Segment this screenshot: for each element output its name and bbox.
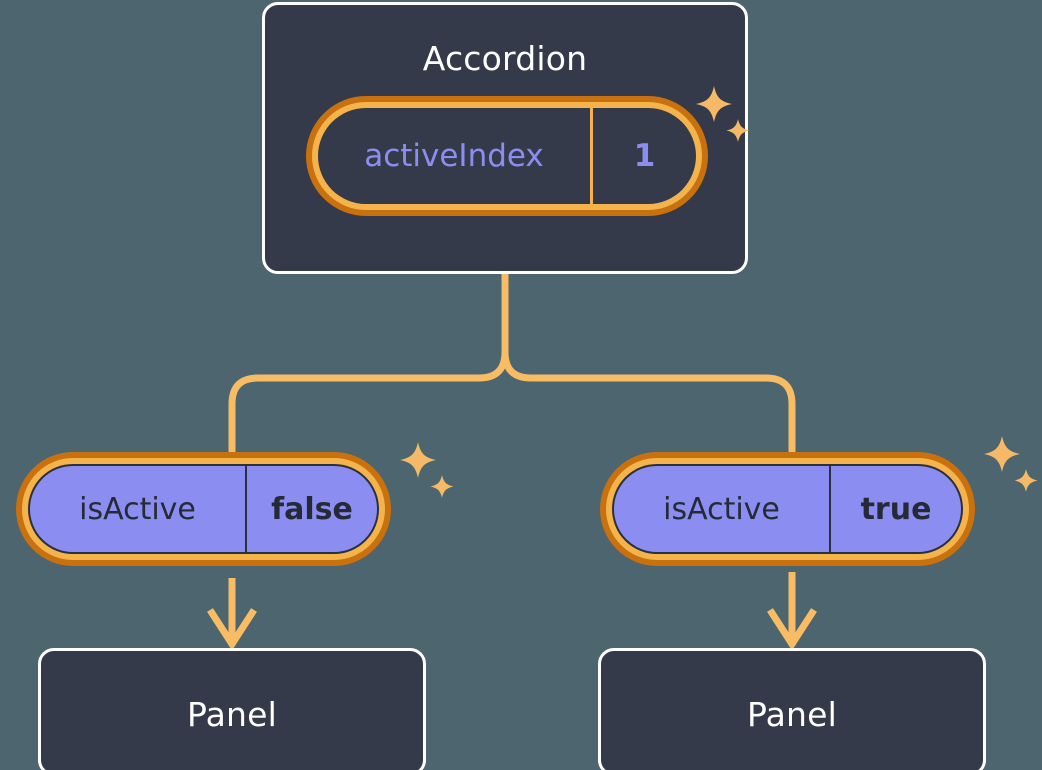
- prop-key-is-active-right: isActive: [663, 491, 780, 527]
- sparkles-icon: [400, 442, 454, 498]
- prop-value-is-active-right: true: [829, 466, 961, 552]
- prop-pill-is-active-false[interactable]: isActive false: [16, 452, 391, 566]
- prop-pill-ring: activeIndex 1: [306, 96, 708, 216]
- prop-value-active-index: 1: [590, 108, 696, 204]
- sparkles-icon: [984, 436, 1038, 492]
- prop-pill-body: isActive false: [28, 464, 379, 554]
- arrow-left-panel: [207, 578, 257, 651]
- prop-key-active-index: activeIndex: [364, 138, 544, 174]
- prop-value-is-active-left: false: [245, 466, 377, 552]
- component-title-panel-right: Panel: [746, 695, 838, 734]
- component-card-panel-right[interactable]: Panel: [598, 648, 986, 770]
- prop-pill-ring: isActive false: [16, 452, 391, 566]
- prop-pill-body: activeIndex 1: [318, 108, 696, 204]
- prop-key-is-active-left: isActive: [79, 491, 196, 527]
- component-title-accordion: Accordion: [422, 39, 588, 78]
- prop-pill-active-index[interactable]: activeIndex 1: [306, 96, 708, 216]
- prop-pill-body: isActive true: [612, 464, 963, 554]
- component-card-panel-left[interactable]: Panel: [38, 648, 426, 770]
- component-title-panel-left: Panel: [186, 695, 278, 734]
- prop-pill-ring: isActive true: [600, 452, 975, 566]
- prop-pill-is-active-true[interactable]: isActive true: [600, 452, 975, 566]
- arrow-right-panel: [767, 572, 817, 651]
